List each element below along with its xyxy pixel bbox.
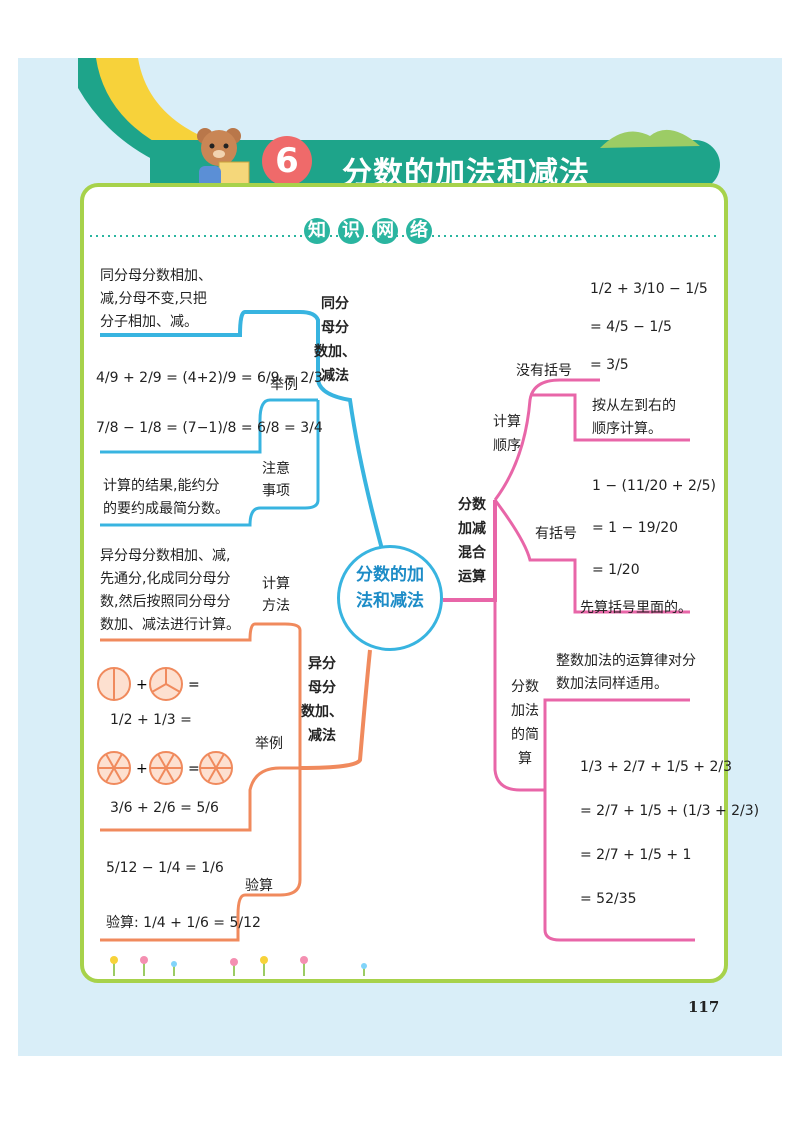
diff-method-text: 异分母分数相加、减, 先通分,化成同分母分 数,然后按照同分母分 数加、减法进行… — [100, 545, 240, 637]
same-example-label: 举例 — [270, 377, 298, 393]
label-line: 事项 — [262, 483, 290, 499]
method-line: 异分母分数相加、减, — [100, 548, 231, 564]
hills-decoration — [600, 129, 700, 148]
svg-text:=: = — [188, 677, 200, 693]
title-line: 同分 — [321, 296, 349, 312]
label-line: 算 — [518, 751, 532, 767]
label-line: 加法 — [511, 703, 539, 719]
step-line: = 2/7 + 1/5 + (1/3 + 2/3) — [580, 803, 760, 819]
section-title-char: 知 — [304, 218, 330, 244]
note-line: 的要约成最简分数。 — [103, 501, 229, 517]
flowers-decoration — [110, 956, 367, 976]
section-title-char: 识 — [338, 218, 364, 244]
method-label: 计算 方法 — [262, 573, 290, 617]
bear-reading-icon — [197, 128, 250, 188]
check-label: 验算 — [245, 878, 273, 894]
rule-line: 整数加法的运算律对分 — [556, 653, 696, 669]
no-bracket-label: 没有括号 — [516, 363, 572, 379]
rule-line: 数加法同样适用。 — [556, 676, 668, 692]
method-line: 数加、减法进行计算。 — [100, 617, 240, 633]
same-denominator-rule: 同分母分数相加、 减,分母不变,只把 分子相加、减。 — [100, 265, 212, 334]
diff-example-a: 1/2 + 1/3 = — [110, 712, 192, 728]
note-line: 顺序计算。 — [592, 421, 662, 437]
section-title-char: 网 — [372, 218, 398, 244]
step-line: = 1 − 19/20 — [592, 520, 679, 536]
no-bracket-steps: 1/2 + 3/10 − 1/5 = 4/5 − 1/5 = 3/5 — [590, 270, 708, 384]
note-text: 计算的结果,能约分 的要约成最简分数。 — [103, 475, 229, 521]
simplify-rule: 整数加法的运算律对分 数加法同样适用。 — [556, 650, 696, 696]
svg-text:=: = — [188, 761, 200, 777]
rule-line: 同分母分数相加、 — [100, 268, 212, 284]
label-line: 计算 — [493, 414, 521, 430]
title-line: 数加、 — [314, 344, 356, 360]
label-line: 方法 — [262, 598, 290, 614]
svg-text:+: + — [136, 761, 148, 777]
check-example-1: 5/12 − 1/4 = 1/6 — [106, 860, 224, 876]
label-line: 分数 — [511, 679, 539, 695]
step-line: = 1/20 — [592, 562, 640, 578]
check-example-2: 验算: 1/4 + 1/6 = 5/12 — [106, 915, 261, 931]
no-bracket-note: 按从左到右的 顺序计算。 — [592, 395, 676, 441]
center-topic-line: 法和减法 — [356, 591, 424, 611]
title-line: 异分 — [308, 656, 336, 672]
center-topic-line: 分数的加 — [356, 565, 424, 585]
mixed-operation-branch-title: 分数 加减 混合 运算 — [450, 493, 494, 589]
order-label: 计算 顺序 — [485, 410, 529, 458]
chapter-number-badge: 6 — [262, 136, 312, 186]
fraction-circles-sixths: + = — [97, 751, 233, 785]
step-line: = 2/7 + 1/5 + 1 — [580, 847, 692, 863]
section-title: 知识网络 — [300, 218, 436, 244]
title-line: 母分 — [308, 680, 336, 696]
rule-line: 减,分母不变,只把 — [100, 291, 207, 307]
title-line: 分数 — [458, 497, 486, 513]
title-line: 混合 — [458, 545, 486, 561]
title-line: 母分 — [321, 320, 349, 336]
step-line: 1 − (11/20 + 2/5) — [592, 478, 716, 494]
note-line: 计算的结果,能约分 — [103, 478, 220, 494]
step-line: 1/3 + 2/7 + 1/5 + 2/3 — [580, 759, 733, 775]
diff-example-label: 举例 — [255, 736, 283, 752]
label-line: 注意 — [262, 461, 290, 477]
note-line: 按从左到右的 — [592, 398, 676, 414]
simplify-steps: 1/3 + 2/7 + 1/5 + 2/3 = 2/7 + 1/5 + (1/3… — [580, 745, 759, 921]
method-line: 先通分,化成同分母分 — [100, 571, 231, 587]
title-line: 减法 — [308, 728, 336, 744]
simplify-label: 分数 加法 的简 算 — [503, 675, 547, 771]
fraction-circles-halves-thirds: + = — [97, 667, 200, 701]
diff-example-b: 3/6 + 2/6 = 5/6 — [110, 800, 219, 816]
label-line: 顺序 — [493, 438, 521, 454]
title-line: 减法 — [321, 368, 349, 384]
page-number: 117 — [688, 998, 720, 1016]
center-topic-node: 分数的加 法和减法 — [337, 545, 443, 651]
title-line: 数加、 — [301, 704, 343, 720]
title-line: 运算 — [458, 569, 486, 585]
rule-line: 分子相加、减。 — [100, 314, 198, 330]
method-line: 数,然后按照同分母分 — [100, 594, 231, 610]
bracket-label: 有括号 — [535, 526, 577, 542]
diff-denominator-branch-title: 异分 母分 数加、 减法 — [300, 652, 344, 748]
same-example-2: 7/8 − 1/8 = (7−1)/8 = 6/8 = 3/4 — [96, 420, 323, 436]
title-line: 加减 — [458, 521, 486, 537]
section-title-char: 络 — [406, 218, 432, 244]
step-line: = 4/5 − 1/5 — [590, 319, 672, 335]
bracket-steps: 1 − (11/20 + 2/5) = 1 − 19/20 = 1/20 — [592, 465, 716, 591]
note-label: 注意 事项 — [262, 458, 290, 502]
bracket-note: 先算括号里面的。 — [580, 600, 692, 616]
same-example-1: 4/9 + 2/9 = (4+2)/9 = 6/9 = 2/3 — [96, 370, 323, 386]
label-line: 的简 — [511, 727, 539, 743]
same-denominator-branch-title: 同分 母分 数加、 减法 — [313, 292, 357, 388]
step-line: = 3/5 — [590, 357, 629, 373]
label-line: 计算 — [262, 576, 290, 592]
step-line: = 52/35 — [580, 891, 637, 907]
step-line: 1/2 + 3/10 − 1/5 — [590, 281, 708, 297]
svg-text:+: + — [136, 677, 148, 693]
